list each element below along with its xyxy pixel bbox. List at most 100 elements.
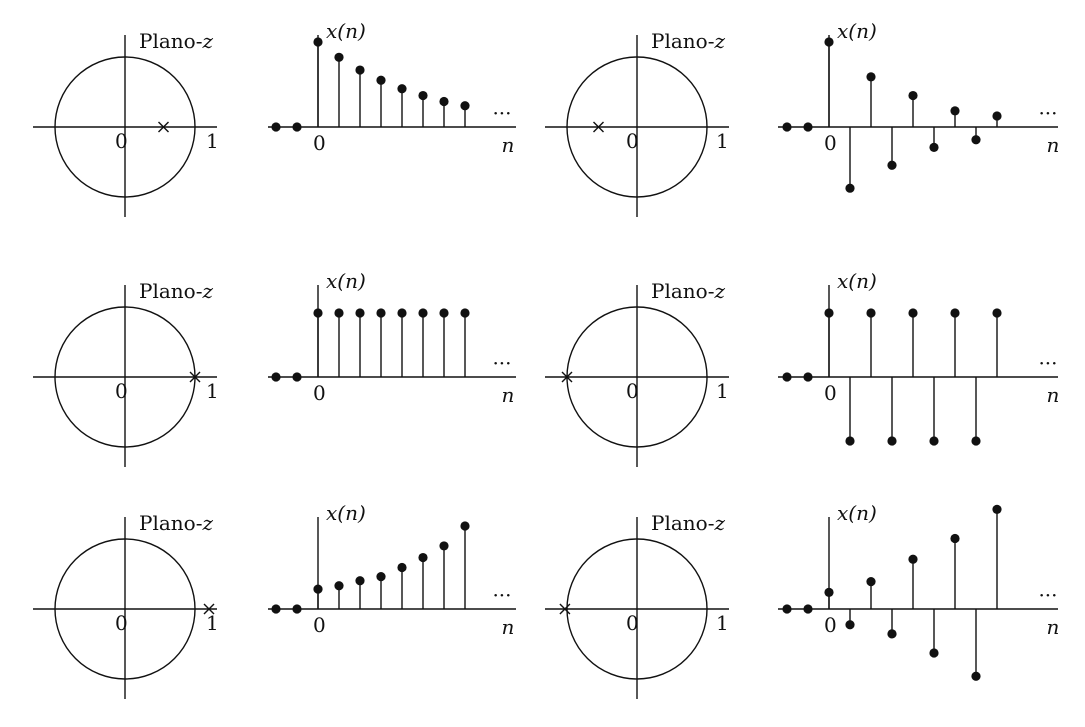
sample-dot — [908, 554, 918, 564]
sample-dot — [929, 648, 939, 658]
unit-label: 1 — [206, 379, 219, 403]
n-axis-label: n — [1047, 383, 1060, 407]
sample-dot — [992, 504, 1002, 514]
origin-label: 0 — [115, 379, 128, 403]
seq-label: x(n) — [326, 501, 366, 525]
pole-stroke — [559, 603, 571, 615]
pole-marker — [561, 371, 573, 383]
sample-dot — [950, 106, 960, 116]
sample-dot — [334, 581, 344, 591]
sample-dot — [418, 308, 428, 318]
plane-label: Plano-z — [651, 279, 725, 303]
n-origin-label: 0 — [313, 613, 326, 637]
sample-dot — [845, 620, 855, 630]
plane-label: Plano-z — [139, 279, 213, 303]
sample-dot — [397, 308, 407, 318]
sample-dot — [334, 308, 344, 318]
sample-dot — [376, 308, 386, 318]
seq-label: x(n) — [837, 501, 877, 525]
pole-marker — [189, 371, 201, 383]
pole-marker — [158, 121, 169, 133]
n-axis-label: n — [1047, 133, 1060, 157]
plane-label: Plano-z — [651, 29, 725, 53]
sample-dot — [971, 436, 981, 446]
unit-label: 1 — [206, 611, 219, 635]
pole-stroke — [203, 603, 215, 615]
sample-dot — [992, 111, 1002, 121]
origin-label: 0 — [115, 129, 128, 153]
sample-dot — [971, 671, 981, 681]
n-origin-label: 0 — [824, 131, 837, 155]
unit-label: 1 — [716, 611, 729, 635]
seq-label: x(n) — [837, 19, 877, 43]
stem-plot: x(n) 0 n ··· — [778, 19, 1059, 193]
sample-dot — [397, 84, 407, 94]
sample-dot — [929, 436, 939, 446]
sample-dot — [271, 604, 281, 614]
sample-dot — [950, 533, 960, 544]
unit-circle — [54, 538, 196, 680]
seq-label: x(n) — [326, 269, 366, 293]
continuation-ellipsis: ··· — [1038, 583, 1057, 607]
sample-dot — [803, 604, 813, 614]
sample-dot — [866, 72, 876, 82]
continuation-ellipsis: ··· — [1038, 351, 1057, 375]
seq-label: x(n) — [326, 19, 366, 43]
sample-dot — [313, 584, 323, 594]
sample-dot — [355, 65, 365, 75]
origin-label: 0 — [626, 379, 639, 403]
plane-label: Plano-z — [139, 29, 213, 53]
n-axis-label: n — [502, 133, 515, 157]
n-origin-label: 0 — [313, 381, 326, 405]
sample-dot — [929, 142, 939, 152]
sample-dot — [908, 90, 918, 101]
sample-dot — [439, 96, 449, 107]
sample-dot — [866, 308, 876, 318]
pole-marker — [203, 603, 215, 615]
sample-dot — [271, 372, 281, 382]
sample-dot — [845, 183, 855, 193]
sample-dot — [460, 308, 470, 318]
sample-dot — [887, 629, 897, 639]
sample-dot — [950, 308, 960, 318]
pole-stroke — [158, 121, 169, 133]
sample-dot — [292, 604, 302, 614]
sample-dot — [782, 604, 792, 614]
sample-dot — [460, 521, 470, 531]
sample-dot — [397, 562, 407, 573]
sample-dot — [355, 308, 365, 318]
origin-label: 0 — [626, 611, 639, 635]
sample-dot — [292, 372, 302, 382]
continuation-ellipsis: ··· — [492, 583, 511, 607]
sample-dot — [866, 577, 876, 587]
sample-dot — [824, 308, 834, 318]
sample-dot — [271, 122, 281, 132]
sample-dot — [334, 52, 344, 62]
continuation-ellipsis: ··· — [1038, 101, 1057, 125]
sample-dot — [376, 572, 386, 582]
unit-circle — [566, 538, 708, 680]
pole-stroke — [189, 371, 201, 383]
n-axis-label: n — [502, 383, 515, 407]
pole-stroke — [561, 371, 573, 383]
sample-dot — [376, 75, 386, 85]
unit-circle — [54, 56, 196, 198]
n-origin-label: 0 — [313, 131, 326, 155]
origin-label: 0 — [115, 611, 128, 635]
pole-stroke — [593, 121, 604, 133]
sample-dot — [887, 436, 897, 446]
